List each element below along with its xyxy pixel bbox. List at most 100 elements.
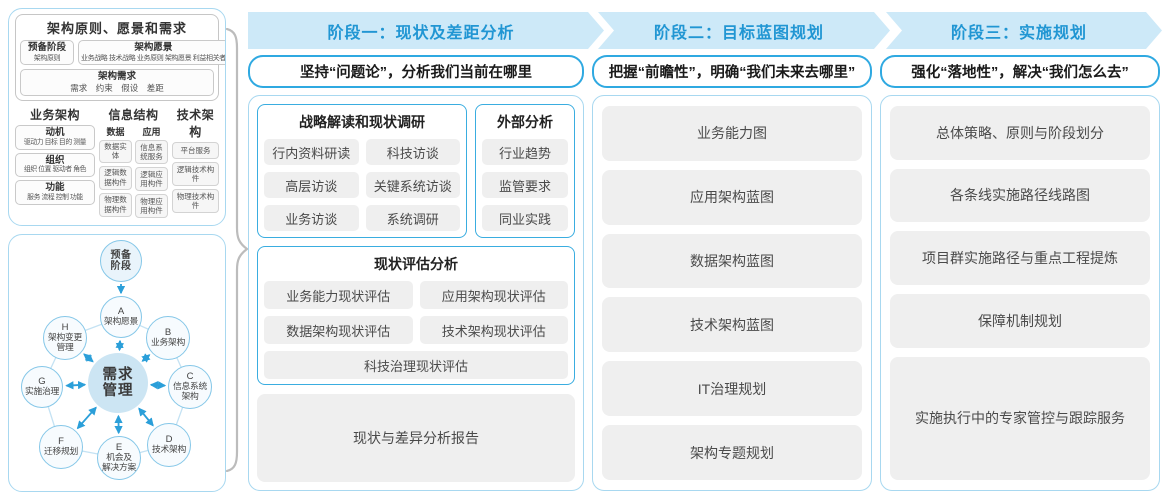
adm-node-c-infosystem: C 信息系统 架构 xyxy=(168,365,212,409)
method-chip: 系统调研 xyxy=(365,205,460,231)
phase3-header-band: 阶段三：实施规划 xyxy=(886,12,1162,49)
physical-data-chip: 物理数据构件 xyxy=(99,192,132,217)
phase2-header: 阶段二：目标蓝图规划 xyxy=(653,24,824,42)
application-subcolumn: 应用 信息系统服务 逻辑应用构件 物理应用构件 xyxy=(135,125,168,221)
organization-box: 组织 组织 位置 驱动者 角色 xyxy=(15,152,95,178)
grouping-brace xyxy=(225,28,249,472)
implementation-governance-box: 实施治理 标准 指引 规格 xyxy=(149,224,219,225)
assessment-chip: 科技治理现状评估 xyxy=(264,351,568,379)
information-structure-header: 信息结构 xyxy=(108,107,159,122)
phase1-subtitle: 坚持“问题论”，分析我们当前在哪里 xyxy=(300,65,532,81)
architecture-vision-box: 架构愿景 业务战略 技术战略 业务原则 架构愿景 利益相关者 xyxy=(78,40,226,65)
adm-node-a-vision: A 架构愿景 xyxy=(100,296,142,338)
architecture-columns: 业务架构 动机 驱动力 目标 目的 测量 组织 组织 位置 驱动者 角色 功能 … xyxy=(15,106,219,221)
preliminary-phase-box: 预备阶段 架构原则 xyxy=(20,40,74,65)
prep-vision-row: 预备阶段 架构原则 架构愿景 业务战略 技术战略 业务原则 架构愿景 利益相关者 xyxy=(20,40,225,65)
business-architecture-column: 业务架构 动机 驱动力 目标 目的 测量 组织 组织 位置 驱动者 角色 功能 … xyxy=(15,106,95,221)
info-system-service-chip: 信息系统服务 xyxy=(135,139,168,164)
preliminary-phase-title: 预备阶段 xyxy=(27,42,66,53)
data-subheader: 数据 xyxy=(106,126,125,137)
deliverable-box: 保障机制规划 xyxy=(890,293,1150,348)
gap-analysis-report-box: 现状与差异分析报告 xyxy=(257,394,575,482)
external-analysis-list: 行业趋势 监管要求 同业实践 xyxy=(482,139,568,231)
architecture-requirements-box: 架构需求 需求 约束 假设 差距 xyxy=(20,68,214,96)
architecture-vision-sub: 业务战略 技术战略 业务原则 架构愿景 利益相关者 xyxy=(81,54,226,62)
motivation-title: 动机 xyxy=(45,126,65,138)
adm-node-requirements-management: 需求 管理 xyxy=(88,353,148,413)
adm-node-h-change: H 架构变更 管理 xyxy=(43,316,87,360)
phase1-top-row: 战略解读和现状调研 行内资料研读 科技访谈 高层访谈 关键系统访谈 业务访谈 系… xyxy=(257,104,575,238)
deliverable-box: IT治理规划 xyxy=(602,361,862,417)
phase3-subtitle: 强化“落地性”，解决“我们怎么去” xyxy=(911,65,1129,81)
phase2-panel: 业务能力图 应用架构蓝图 数据架构蓝图 技术架构蓝图 IT治理规划 架构专题规划 xyxy=(592,95,872,491)
phase2-header-band: 阶段二：目标蓝图规划 xyxy=(598,12,890,49)
technology-architecture-header: 技术架构 xyxy=(176,107,215,139)
assessment-chip: 业务能力现状评估 xyxy=(264,281,413,309)
organization-title: 组织 xyxy=(45,154,65,166)
architecture-requirements-sub: 需求 约束 假设 差距 xyxy=(70,82,164,93)
logical-tech-chip: 逻辑技术构件 xyxy=(172,161,219,186)
organization-sub: 组织 位置 驱动者 角色 xyxy=(23,166,87,174)
motivation-box: 动机 驱动力 目标 目的 测量 xyxy=(15,124,95,150)
logical-app-chip: 逻辑应用构件 xyxy=(135,166,168,191)
current-assessment-grid: 业务能力现状评估 应用架构现状评估 数据架构现状评估 技术架构现状评估 科技治理… xyxy=(264,281,568,379)
deliverable-box: 各条线实施路径线路图 xyxy=(890,168,1150,223)
function-box: 功能 服务 流程 控制 功能 xyxy=(15,180,95,205)
assessment-chip: 应用架构现状评估 xyxy=(419,281,568,309)
architecture-content-panel: 架构原则、愿景和需求 预备阶段 架构原则 架构愿景 业务战略 技术战略 业务原则… xyxy=(8,8,226,226)
assessment-chip: 技术架构现状评估 xyxy=(419,316,568,344)
data-subcolumn: 数据 数据实体 逻辑数据构件 物理数据构件 xyxy=(99,125,132,221)
method-chip: 关键系统访谈 xyxy=(365,172,460,198)
method-chip: 高层访谈 xyxy=(264,172,359,198)
phase3-subtitle-box: 强化“落地性”，解决“我们怎么去” xyxy=(880,55,1160,88)
strategy-research-grid: 行内资料研读 科技访谈 高层访谈 关键系统访谈 业务访谈 系统调研 xyxy=(264,139,460,231)
adm-node-f-migration: F 迁移规划 xyxy=(39,425,83,469)
information-structure-column: 信息结构 数据 数据实体 逻辑数据构件 物理数据构件 应用 信息系统服务 逻辑应… xyxy=(99,106,168,221)
data-application-subcolumns: 数据 数据实体 逻辑数据构件 物理数据构件 应用 信息系统服务 逻辑应用构件 物… xyxy=(99,125,168,221)
phase3-panel: 总体策略、原则与阶段划分 各条线实施路径线路图 项目群实施路径与重点工程提炼 保… xyxy=(880,95,1160,491)
physical-app-chip: 物理应用构件 xyxy=(135,193,168,218)
method-chip: 行内资料研读 xyxy=(264,139,359,165)
physical-tech-chip: 物理技术构件 xyxy=(172,188,219,213)
technology-architecture-column: 技术架构 平台服务 逻辑技术构件 物理技术构件 xyxy=(172,106,219,221)
business-architecture-header: 业务架构 xyxy=(29,107,80,122)
method-chip: 监管要求 xyxy=(482,172,568,198)
preliminary-phase-sub: 架构原则 xyxy=(33,54,61,62)
assessment-chip: 数据架构现状评估 xyxy=(264,316,413,344)
data-entity-chip: 数据实体 xyxy=(99,139,132,163)
method-chip: 同业实践 xyxy=(482,205,568,231)
external-analysis-title: 外部分析 xyxy=(497,114,553,130)
current-assessment-title: 现状评估分析 xyxy=(374,256,458,272)
method-chip: 行业趋势 xyxy=(482,139,568,165)
phase3-header: 阶段三：实施规划 xyxy=(950,24,1087,42)
method-chip: 科技访谈 xyxy=(365,139,460,165)
function-sub: 服务 流程 控制 功能 xyxy=(27,194,83,202)
principles-vision-group: 架构原则、愿景和需求 预备阶段 架构原则 架构愿景 业务战略 技术战略 业务原则… xyxy=(15,14,225,101)
implementation-label: 架构实现 xyxy=(15,225,49,226)
architecture-requirements-title: 架构需求 xyxy=(97,70,136,82)
strategy-research-box: 战略解读和现状调研 行内资料研读 科技访谈 高层访谈 关键系统访谈 业务访谈 系… xyxy=(257,104,467,238)
current-assessment-box: 现状评估分析 业务能力现状评估 应用架构现状评估 数据架构现状评估 技术架构现状… xyxy=(257,246,575,385)
function-title: 功能 xyxy=(45,182,65,194)
adm-node-g-governance: G 实施治理 xyxy=(21,366,63,408)
phase1-header: 阶段一：现状及差距分析 xyxy=(327,24,515,42)
deliverable-box: 架构专题规划 xyxy=(602,425,862,480)
deliverable-box: 总体策略、原则与阶段划分 xyxy=(890,106,1150,160)
phase2-subtitle: 把握“前瞻性”，明确“我们未来去哪里” xyxy=(608,65,856,81)
adm-node-d-technology: D 技术架构 xyxy=(147,423,191,467)
panel-title: 架构原则、愿景和需求 xyxy=(46,21,187,36)
adm-cycle-panel: 预备 阶段 A 架构愿景 B 业务架构 H 架构变更 管理 需求 管理 G 实施… xyxy=(8,234,226,492)
platform-service-chip: 平台服务 xyxy=(172,141,219,159)
phase1-subtitle-box: 坚持“问题论”，分析我们当前在哪里 xyxy=(248,55,584,88)
phase1-header-band: 阶段一：现状及差距分析 xyxy=(248,12,604,49)
architecture-vision-title: 架构愿景 xyxy=(134,42,173,53)
external-analysis-box: 外部分析 行业趋势 监管要求 同业实践 xyxy=(475,104,575,238)
deliverable-box: 业务能力图 xyxy=(602,106,862,161)
phase1-panel: 战略解读和现状调研 行内资料研读 科技访谈 高层访谈 关键系统访谈 业务访谈 系… xyxy=(248,95,584,491)
method-chip: 业务访谈 xyxy=(264,205,359,231)
phase2-subtitle-box: 把握“前瞻性”，明确“我们未来去哪里” xyxy=(592,55,872,88)
logical-data-chip: 逻辑数据构件 xyxy=(99,165,132,190)
adm-node-preliminary: 预备 阶段 xyxy=(100,240,142,282)
